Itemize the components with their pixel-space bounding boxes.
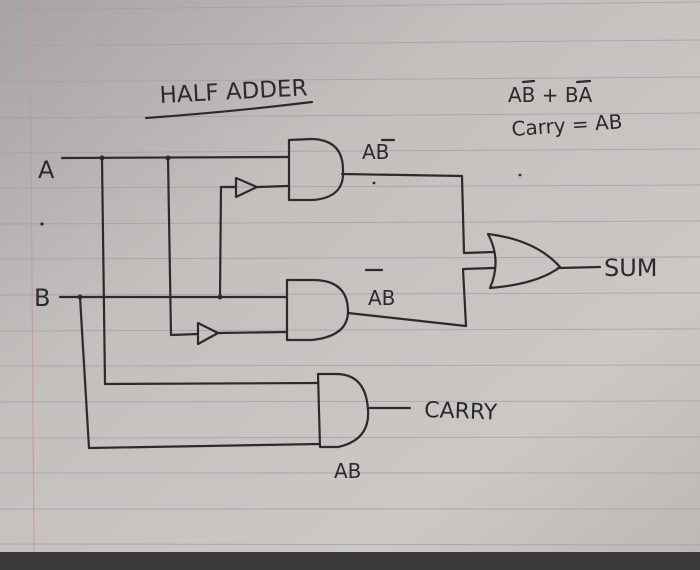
and-gate-top	[287, 137, 345, 202]
stray-mark-1	[40, 222, 44, 226]
junction-a-1	[99, 155, 105, 161]
stray-mark-3	[518, 173, 522, 177]
paper-bottom-shadow	[0, 552, 700, 570]
input-b-label: B	[34, 284, 50, 312]
ruled-lines	[0, 1, 700, 546]
and-middle-label: AB	[368, 286, 395, 310]
junction-b-1	[77, 294, 83, 300]
junction-dots	[77, 155, 223, 300]
wire-b-down-to-carry	[78, 295, 322, 450]
junction-b-2	[217, 294, 223, 300]
sum-output-label: SUM	[604, 254, 658, 282]
and-gate-carry	[316, 372, 370, 449]
or-gate-sum	[486, 232, 562, 290]
wires	[58, 155, 602, 450]
not-gate-a	[196, 321, 220, 346]
wire-not-a-to-and	[216, 330, 288, 335]
wire-or-output	[556, 265, 602, 270]
wire-a-down-to-carry	[100, 156, 320, 386]
and-top-label: AB	[362, 140, 389, 164]
wire-a-down-to-not	[166, 156, 200, 337]
sum-formula-overbar-a	[575, 79, 592, 84]
junction-a-2	[165, 155, 171, 161]
wire-not-b-to-and	[256, 184, 290, 189]
and-gate-middle	[285, 278, 350, 342]
title-underline	[144, 100, 314, 120]
not-gate-b	[234, 176, 259, 199]
wire-middle-and-to-or	[346, 266, 496, 328]
and-bottom-label: AB	[334, 459, 361, 483]
input-a-label: A	[38, 156, 55, 184]
sum-formula: AB + BA	[508, 83, 593, 107]
carry-output-label: CARRY	[424, 398, 498, 426]
sum-formula-overbar-b	[521, 79, 536, 84]
stray-mark-2	[372, 181, 376, 185]
margin-line	[29, 0, 35, 553]
wire-a-main	[60, 155, 290, 160]
wire-top-and-to-or	[340, 172, 496, 255]
wire-b-up-to-not	[218, 185, 238, 299]
